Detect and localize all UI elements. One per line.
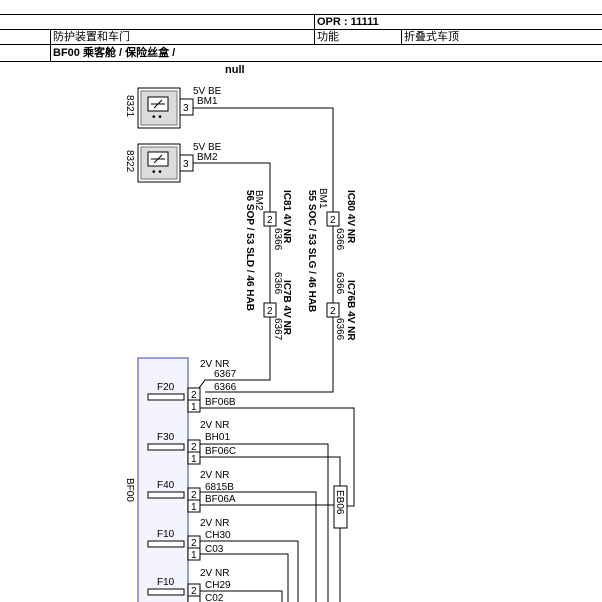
fuse-f10b-conn: 2V NR bbox=[200, 568, 229, 579]
voltage-8321: 5V BE bbox=[193, 86, 222, 97]
pin-8321: 3 bbox=[183, 103, 189, 114]
id-8321: 8321 bbox=[124, 95, 135, 118]
conn1-label-bottom: IC7B 4V NR bbox=[281, 280, 292, 336]
fuse-f10b-w2: C02 bbox=[205, 593, 224, 602]
function-value: 折叠式车顶 bbox=[404, 31, 459, 43]
conn2-code: BM1 bbox=[317, 188, 328, 209]
header-row-3 bbox=[0, 45, 602, 62]
conn2-vertical-label: 55 SOC / 53 SLG / 46 HAB bbox=[306, 190, 317, 312]
wire-bm2: BM2 bbox=[197, 152, 218, 163]
fuse-f40-conn: 2V NR bbox=[200, 470, 229, 481]
conn2-wire-mid2: 6366 bbox=[334, 318, 345, 341]
svg-text:F10: F10 bbox=[157, 577, 175, 588]
svg-text:2: 2 bbox=[191, 538, 197, 549]
function-label: 功能 bbox=[317, 31, 339, 43]
conn2-pin-top: 2 bbox=[330, 215, 336, 226]
pin-8322: 3 bbox=[183, 159, 189, 170]
header-divider bbox=[50, 29, 51, 61]
svg-text:1: 1 bbox=[191, 550, 197, 561]
svg-text:2: 2 bbox=[191, 490, 197, 501]
conn1-wire-top: 6366 bbox=[272, 228, 283, 251]
svg-text:1: 1 bbox=[191, 454, 197, 465]
svg-text:2: 2 bbox=[191, 442, 197, 453]
svg-text:1: 1 bbox=[191, 502, 197, 513]
conn2-pin-mid: 2 bbox=[330, 306, 336, 317]
subtitle: BF00 乘客舱 / 保险丝盒 / bbox=[53, 47, 176, 59]
header-divider bbox=[401, 29, 402, 45]
fuse-f30-conn: 2V NR bbox=[200, 420, 229, 431]
fuse-f40: F40 21 bbox=[147, 480, 201, 513]
fuse-f20-w1: 6367 bbox=[214, 369, 237, 380]
header-row-1 bbox=[0, 14, 602, 30]
fuse-f30-w2: BF06C bbox=[205, 446, 236, 457]
conn1-wire-mid: 6366 bbox=[272, 272, 283, 295]
group-label: 防护装置和车门 bbox=[53, 31, 130, 43]
fuse-f10-a: F10 21 bbox=[147, 529, 201, 561]
fuse-f10b-w1: CH29 bbox=[205, 580, 231, 591]
svg-text:• •: • • bbox=[152, 112, 162, 123]
svg-text:1: 1 bbox=[191, 402, 197, 413]
conn2-wire-top: 6366 bbox=[334, 228, 345, 251]
fuse-f10a-w2: C03 bbox=[205, 544, 224, 555]
voltage-8322: 5V BE bbox=[193, 142, 222, 153]
conn1-wire-mid2: 6367 bbox=[272, 318, 283, 341]
component-8322: • • 3 8322 bbox=[124, 143, 194, 183]
svg-text:F40: F40 bbox=[157, 480, 175, 491]
conn1-code: BM2 bbox=[253, 190, 264, 211]
fuse-f20-conn: 2V NR bbox=[200, 359, 229, 370]
conn1-vertical-label: 56 SOP / 53 SLD / 46 HAB bbox=[244, 190, 255, 311]
fuse-f30-w1: BH01 bbox=[205, 432, 230, 443]
id-8322: 8322 bbox=[124, 150, 135, 173]
conn1-pin-mid: 2 bbox=[267, 306, 273, 317]
opr-label: OPR : 11111 bbox=[317, 16, 379, 28]
fuse-f20: F20 21 bbox=[147, 382, 201, 413]
fusebox-name: BF00 bbox=[124, 478, 135, 502]
connector-eb06-label: EB06 bbox=[334, 490, 345, 515]
header-row-2 bbox=[0, 29, 602, 45]
svg-text:F30: F30 bbox=[157, 432, 175, 443]
svg-text:F20: F20 bbox=[157, 382, 175, 393]
svg-text:F10: F10 bbox=[157, 529, 175, 540]
header-divider bbox=[314, 14, 315, 45]
fuse-f10a-conn: 2V NR bbox=[200, 518, 229, 529]
fuse-f20-w2: 6366 bbox=[214, 382, 237, 393]
svg-text:2: 2 bbox=[191, 390, 197, 401]
conn2-label-top: IC80 4V NR bbox=[345, 190, 356, 244]
svg-text:• •: • • bbox=[152, 167, 162, 178]
null-label: null bbox=[225, 64, 245, 76]
conn2-wire-mid: 6366 bbox=[334, 272, 345, 295]
conn1-pin-top: 2 bbox=[267, 215, 273, 226]
fuse-f40-w1: 6815B bbox=[205, 482, 234, 493]
wire-bm1: BM1 bbox=[197, 96, 218, 107]
conn1-label-top: IC81 4V NR bbox=[281, 190, 292, 244]
svg-text:2: 2 bbox=[191, 586, 197, 597]
conn2-label-bottom: IC76B 4V NR bbox=[345, 280, 356, 341]
fuse-f20-w3: BF06B bbox=[205, 397, 236, 408]
fuse-f10-b: F10 2 bbox=[147, 577, 201, 602]
component-8321: • • 3 8321 bbox=[124, 87, 194, 129]
fuse-f40-w2: BF06A bbox=[205, 494, 236, 505]
fuse-f30: F30 21 bbox=[147, 432, 201, 465]
fuse-f10a-w1: CH30 bbox=[205, 530, 231, 541]
